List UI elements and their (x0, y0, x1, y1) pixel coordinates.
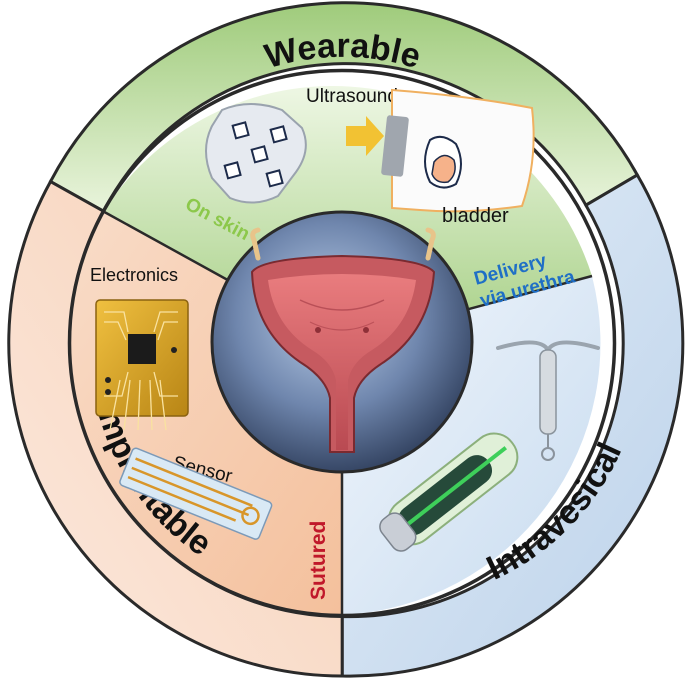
body-section-icon (381, 90, 534, 211)
sutured-label: Sutured (307, 521, 330, 600)
electronics-chip-icon (96, 300, 188, 430)
bladder-label: bladder (442, 205, 509, 227)
ultrasound-label: Ultrasound (306, 86, 398, 107)
wearable-title: Wearable (261, 27, 425, 76)
central-bladder-illustration (212, 212, 472, 472)
electronics-label: Electronics (90, 265, 178, 285)
